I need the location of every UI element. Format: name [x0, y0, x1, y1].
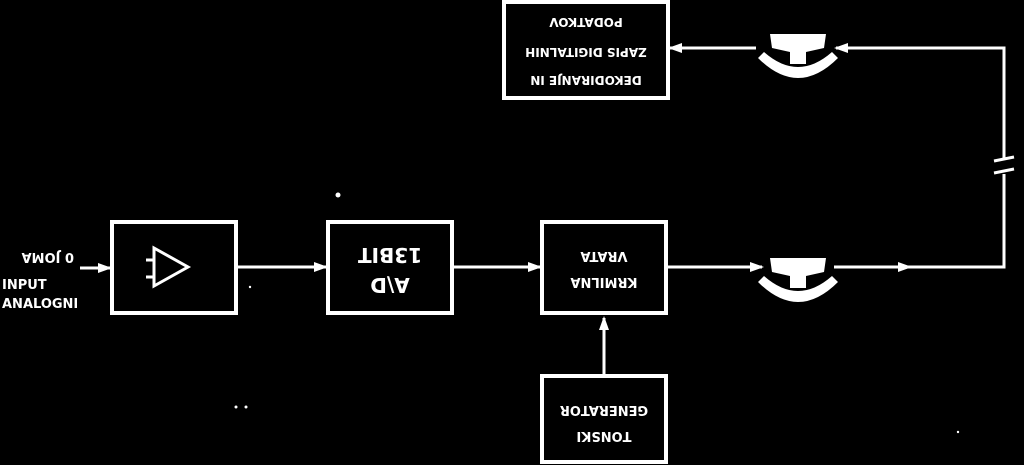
channel-wire: [842, 46, 1006, 269]
adc-block: [326, 220, 454, 315]
decoder-block: [502, 0, 670, 100]
speck: [244, 405, 248, 409]
speck: [248, 285, 252, 289]
speck: [956, 430, 960, 434]
decoder-label-line3: DEKODIRANJE IN: [530, 73, 641, 87]
modulator-label-line2: KRMILNA: [570, 274, 637, 289]
recording-head-icon: [758, 258, 838, 302]
playback-head-icon: [758, 34, 838, 78]
decoder-label-line1: PODATKOV: [549, 15, 623, 29]
input-label-line3: ANALOGNI: [2, 297, 78, 312]
adc-label-line2: A\D: [370, 273, 409, 297]
speck: [234, 405, 238, 409]
amplifier-triangle-icon: [146, 245, 192, 289]
generator-label-line1: GENERATOR: [560, 402, 648, 417]
input-label-line2: INPUT: [2, 278, 47, 293]
tone-generator-block: [540, 374, 668, 464]
speck: [335, 192, 341, 198]
adc-label-line1: 13BIT: [358, 243, 423, 267]
generator-label-line2: TONSKI: [576, 428, 631, 443]
amplifier-block: [110, 220, 238, 315]
modulator-label-line1: VRATA: [580, 248, 627, 263]
modulator-gate-block: [540, 220, 668, 315]
capacitor-break-icon: [993, 155, 1015, 175]
input-label-line1: 0 JOMA: [22, 249, 74, 264]
decoder-label-line2: ZAPIS DIGITALNIH: [525, 45, 647, 59]
